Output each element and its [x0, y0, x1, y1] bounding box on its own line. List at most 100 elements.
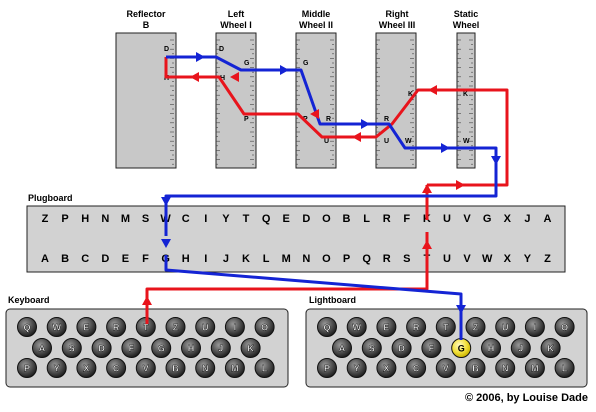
plugboard-bottom-letter-n: N: [302, 253, 310, 265]
lamp-cap: [540, 338, 561, 358]
key-g[interactable]: G: [151, 338, 172, 358]
key-w[interactable]: W: [46, 317, 67, 337]
lamp-letter: O: [561, 323, 568, 333]
key-letter: O: [261, 323, 268, 333]
right-wheel-contact-r: R: [384, 116, 389, 123]
wheel-tick-marks: [170, 39, 473, 165]
plugboard-top-letter-j: J: [524, 213, 530, 225]
lamp-i: I: [524, 317, 545, 337]
key-j[interactable]: J: [210, 338, 231, 358]
key-letter: A: [39, 344, 46, 354]
key-o[interactable]: O: [254, 317, 275, 337]
lightboard-panel: [305, 308, 588, 388]
key-cap: [121, 338, 142, 358]
lamp-e: E: [376, 317, 397, 337]
plugboard-top-letter-m: M: [121, 213, 130, 225]
key-b[interactable]: B: [165, 358, 186, 378]
key-d[interactable]: D: [91, 338, 112, 358]
key-q[interactable]: Q: [17, 317, 37, 337]
plugboard-top-letter-a: A: [544, 213, 552, 225]
lamp-letter: Y: [354, 364, 360, 374]
lamp-cap: [510, 338, 531, 358]
plugboard-top-letter-s: S: [142, 213, 149, 225]
plugboard-bottom-letter-q: Q: [362, 253, 371, 265]
key-z[interactable]: Z: [165, 317, 186, 337]
key-x[interactable]: X: [76, 358, 97, 378]
key-n[interactable]: N: [195, 358, 216, 378]
right-wheel-header-line1: Right: [386, 9, 409, 19]
key-u[interactable]: U: [195, 317, 216, 337]
key-cap: [181, 338, 201, 358]
key-letter: M: [231, 364, 239, 374]
key-cap: [135, 358, 156, 378]
key-r[interactable]: R: [106, 317, 127, 337]
key-a[interactable]: A: [32, 338, 52, 358]
key-i[interactable]: I: [224, 317, 245, 337]
lamp-letter: E: [383, 323, 389, 333]
key-letter: T: [143, 323, 149, 333]
lamp-cap: [332, 338, 352, 358]
key-letter: C: [113, 364, 120, 374]
left-wheel-header-line2: Wheel I: [220, 20, 252, 30]
key-cap: [76, 358, 97, 378]
key-s[interactable]: S: [61, 338, 82, 358]
key-v[interactable]: V: [135, 358, 156, 378]
keyboard-title: Keyboard: [8, 295, 50, 305]
lamp-cap: [435, 358, 456, 378]
key-c[interactable]: C: [106, 358, 127, 378]
plugboard-top-letter-v: V: [463, 213, 471, 225]
key-p[interactable]: P: [17, 358, 37, 378]
lamp-cap: [554, 358, 575, 378]
plugboard-top-letter-o: O: [322, 213, 331, 225]
lamp-letter: P: [324, 364, 330, 374]
lamp-cap: [465, 317, 486, 337]
plugboard-bottom-letter-c: C: [81, 253, 89, 265]
lamp-letter: T: [443, 323, 449, 333]
lamp-f: F: [421, 338, 442, 358]
lamp-cap: [361, 338, 382, 358]
key-e[interactable]: E: [76, 317, 97, 337]
left-wheel-contact-h: H: [220, 75, 225, 82]
lamp-t: T: [435, 317, 456, 337]
arrow-into-middle-wheel-u: [352, 132, 361, 142]
key-l[interactable]: L: [254, 358, 275, 378]
arrow-into-left-wheel: [230, 72, 239, 82]
lamp-z: Z: [465, 317, 486, 337]
key-letter: E: [83, 323, 89, 333]
plugboard-bottom-letter-m: M: [282, 253, 291, 265]
plugboard-top-letter-p: P: [61, 213, 68, 225]
lamp-letter: G: [458, 344, 465, 354]
lamp-cap: [317, 358, 337, 378]
arrow-right-to-static-wheel: [441, 143, 450, 153]
arrow-into-plugboard: [161, 197, 171, 206]
key-letter: G: [158, 344, 165, 354]
middle-wheel-header-line1: Middle: [302, 9, 331, 19]
lamp-cap: [524, 317, 545, 337]
key-cap: [17, 358, 37, 378]
lamp-letter: V: [443, 364, 449, 374]
lamp-letter: B: [472, 364, 479, 374]
lamp-l: L: [554, 358, 575, 378]
key-cap: [151, 338, 172, 358]
key-y[interactable]: Y: [46, 358, 67, 378]
static-wheel-contact-k: K: [463, 91, 468, 98]
lamp-m: M: [524, 358, 545, 378]
plugboard-bottom-letter-r: R: [383, 253, 391, 265]
lamp-cap: [346, 317, 367, 337]
key-cap: [165, 358, 186, 378]
lamp-g: G: [451, 338, 472, 358]
key-h[interactable]: H: [181, 338, 201, 358]
lamp-cap: [406, 317, 427, 337]
key-letter: H: [188, 344, 195, 354]
key-f[interactable]: F: [121, 338, 142, 358]
lamp-v: V: [435, 358, 456, 378]
lamp-s: S: [361, 338, 382, 358]
key-m[interactable]: M: [224, 358, 245, 378]
plugboard-top-letter-e: E: [283, 213, 290, 225]
lamp-letter: C: [413, 364, 420, 374]
plugboard-top-letter-i: I: [204, 213, 207, 225]
key-k[interactable]: K: [240, 338, 261, 358]
